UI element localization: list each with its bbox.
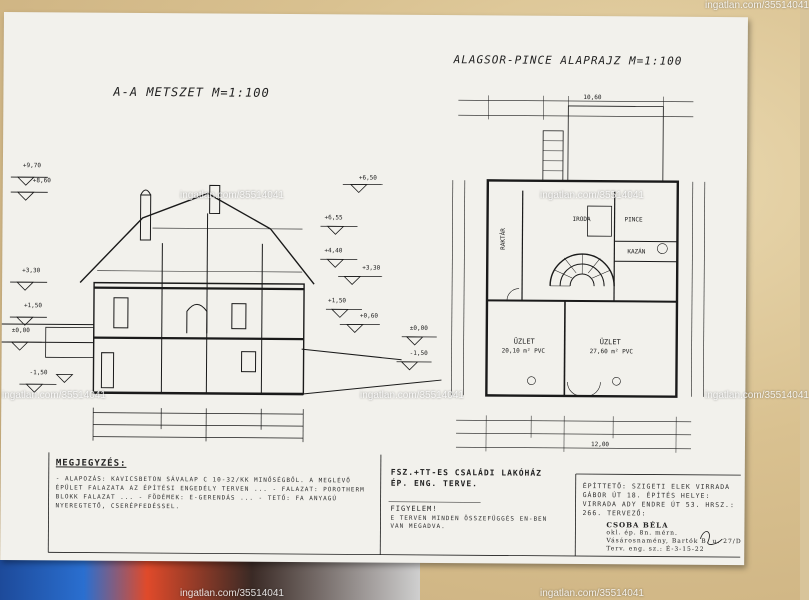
project-note-body: E TERVEN MINDEN ÖSSZEFÜGGÉS EN-BEN VAN M… xyxy=(390,514,548,531)
owner-info: ÉPÍTTETŐ: SZIGETI ELEK VIRRADA GÁBOR ÚT … xyxy=(582,482,735,518)
watermark: ingatlan.com/35514041 xyxy=(705,390,809,401)
photo-edge xyxy=(0,560,420,600)
watermark: ingatlan.com/35514041 xyxy=(705,0,809,11)
stamp-line: Terv. eng. sz.: É-3-15-22 xyxy=(606,545,705,553)
project-title-line2: ÉP. ENG. TERVE. xyxy=(390,478,478,489)
designer-stamp: CSOBA BÉLA okl. ép. 8n. mérn. Vásárosnam… xyxy=(606,520,742,554)
notes-body: - ALAPOZÁS: KAVICSBETON SÁVALAP C 10-32/… xyxy=(55,475,365,511)
level-label: +3,30 xyxy=(22,267,41,275)
level-label: +1,50 xyxy=(327,297,347,305)
watermark: ingatlan.com/35514041 xyxy=(180,190,284,201)
watermark: ingatlan.com/35514041 xyxy=(540,588,644,599)
level-label: +0,60 xyxy=(359,312,378,320)
room-label: PINCE xyxy=(624,216,643,224)
room-label: KAZÁN xyxy=(627,248,646,256)
watermark: ingatlan.com/35514041 xyxy=(540,190,644,201)
level-label: ±0,00 xyxy=(11,327,30,335)
room-label: ÜZLET xyxy=(599,338,621,347)
level-label: +6,55 xyxy=(324,214,343,222)
watermark: ingatlan.com/35514041 xyxy=(180,588,284,599)
room-area: 27,60 m² PVC xyxy=(589,348,634,356)
room-label: RAKTÁR xyxy=(499,228,507,250)
drawing-linework xyxy=(1,95,741,558)
level-label: +3,30 xyxy=(362,264,381,272)
blueprint-sheet: A-A METSZET M=1:100 ALAGSOR-PINCE ALAPRA… xyxy=(0,12,748,566)
watermark: ingatlan.com/35514041 xyxy=(360,390,464,401)
level-label: -1,50 xyxy=(29,369,48,377)
watermark: ingatlan.com/35514041 xyxy=(2,390,106,401)
room-label: ÜZLET xyxy=(513,337,535,346)
dimension-label: 12,00 xyxy=(590,441,610,449)
plan-title: ALAGSOR-PINCE ALAPRAJZ M=1:100 xyxy=(453,53,683,68)
room-label: IRODA xyxy=(572,215,591,224)
room-area: 20,10 m² PVC xyxy=(501,347,546,355)
section-title: A-A METSZET M=1:100 xyxy=(113,84,270,100)
project-title: FSZ.+TT-ES CSALÁDI LAKÓHÁZ ÉP. ENG. TERV… xyxy=(391,467,542,490)
level-label: +8,60 xyxy=(32,177,51,185)
level-label: -1,50 xyxy=(409,349,428,357)
project-note-heading: FIGYELEM! xyxy=(390,504,438,514)
level-label: +6,50 xyxy=(358,174,377,182)
dimension-label: 10,60 xyxy=(583,94,602,102)
level-label: +9,70 xyxy=(22,162,42,170)
level-label: +4,40 xyxy=(324,247,343,255)
level-label: +1,50 xyxy=(23,302,43,310)
level-label: ±0,00 xyxy=(409,324,428,332)
notes-heading: MEGJEGYZÉS: xyxy=(55,458,127,469)
